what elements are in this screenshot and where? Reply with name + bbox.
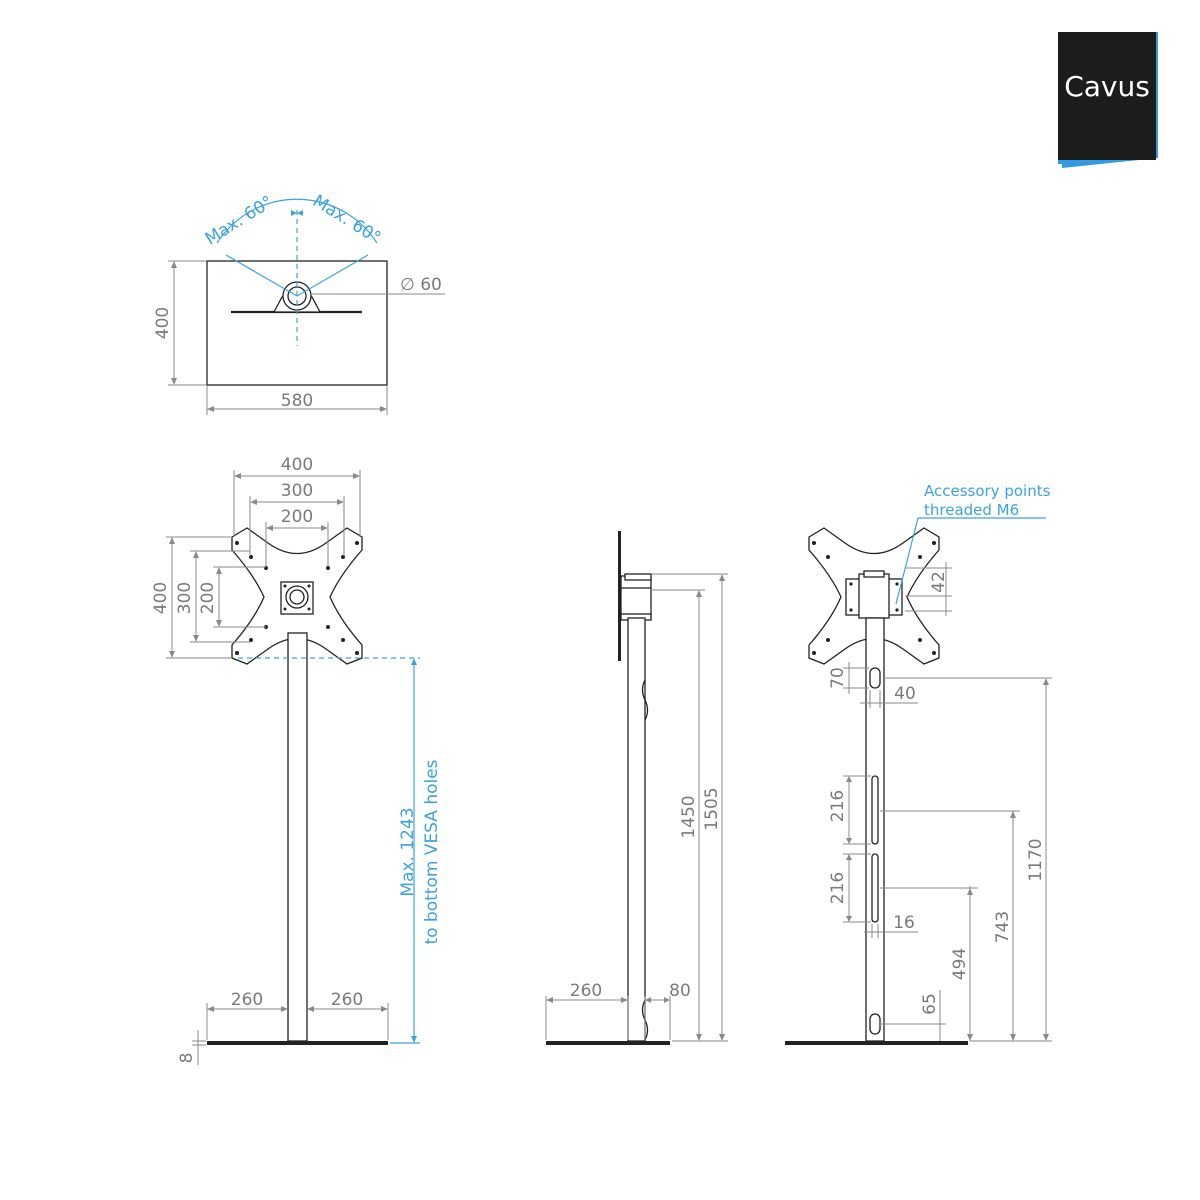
back-view: Accessory points threaded M6 42 70 40 21… bbox=[785, 482, 1052, 1045]
h-494-label: 494 bbox=[950, 948, 970, 980]
vesa-mid-label: 300 bbox=[281, 481, 313, 501]
vesa-h-inner-label: 200 bbox=[198, 582, 218, 614]
width-label: 580 bbox=[281, 391, 313, 411]
accessory-line2: threaded M6 bbox=[924, 501, 1019, 519]
angle-left-label: Max. 60° bbox=[202, 192, 277, 249]
side-column bbox=[627, 617, 646, 1042]
base-thickness-label: 8 bbox=[177, 1053, 197, 1064]
depth-label: 400 bbox=[153, 307, 173, 339]
brand-logo: Cavus bbox=[1058, 32, 1158, 168]
h-1170-label: 1170 bbox=[1026, 838, 1046, 881]
angle-right-label: Max. 60° bbox=[309, 191, 384, 248]
side-base bbox=[546, 1041, 670, 1045]
front-base bbox=[207, 1041, 388, 1045]
column-depth-label: 80 bbox=[669, 981, 691, 1001]
slot-lower-label: 216 bbox=[828, 872, 848, 904]
h-743-label: 743 bbox=[993, 911, 1013, 943]
base-depth-label: 260 bbox=[570, 981, 602, 1001]
side-view: 260 80 1450 1505 bbox=[545, 531, 728, 1045]
height-b-label: 1505 bbox=[702, 787, 722, 830]
base-right-label: 260 bbox=[331, 990, 363, 1010]
back-base bbox=[785, 1041, 968, 1045]
vesa-inner-label: 200 bbox=[281, 507, 313, 527]
height-a-label: 1450 bbox=[679, 795, 699, 838]
hole-width-label: 40 bbox=[894, 684, 916, 704]
accessory-line1: Accessory points bbox=[924, 482, 1051, 500]
bottom-hole-label: 65 bbox=[920, 993, 940, 1015]
vesa-h-outer-label: 400 bbox=[151, 582, 171, 614]
bracket-height-label: 42 bbox=[929, 571, 949, 593]
back-column bbox=[865, 617, 885, 1042]
brand-name: Cavus bbox=[1064, 70, 1150, 103]
base-left-label: 260 bbox=[231, 990, 263, 1010]
top-view: Max. 60° Max. 60° ∅ 60 400 580 bbox=[153, 191, 445, 415]
hole-height-label: 70 bbox=[828, 667, 848, 689]
slot-width-label: 16 bbox=[893, 913, 915, 933]
base-outline bbox=[206, 260, 388, 386]
front-view: 400 300 200 400 300 200 bbox=[151, 455, 442, 1065]
front-column bbox=[287, 632, 308, 1042]
vesa-h-mid-label: 300 bbox=[175, 582, 195, 614]
slot-upper-label: 216 bbox=[828, 790, 848, 822]
side-screen bbox=[618, 531, 621, 661]
vesa-outer-label: 400 bbox=[281, 455, 313, 475]
max-height-label: Max. 1243 bbox=[398, 807, 418, 896]
max-height-note: to bottom VESA holes bbox=[422, 759, 442, 944]
vesa-plate bbox=[231, 527, 363, 665]
diameter-label: ∅ 60 bbox=[400, 275, 442, 295]
